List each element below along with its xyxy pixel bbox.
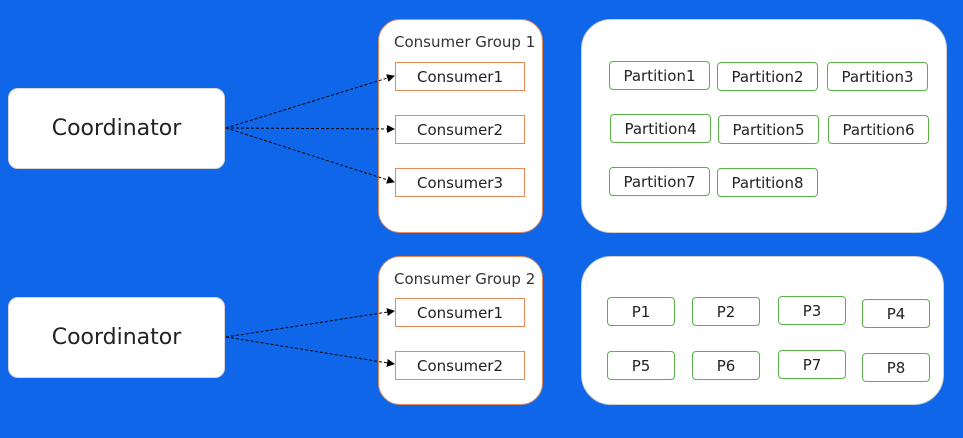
consumer-group-2-title: Consumer Group 2 (394, 270, 536, 288)
partition-area-1: Partition1 Partition2 Partition3 Partiti… (581, 19, 947, 233)
partition-box: Partition6 (828, 115, 929, 144)
partition-box: Partition5 (718, 115, 819, 144)
arrow-coordinator1-consumer2 (225, 124, 395, 133)
arrow-coordinator1-consumer1 (225, 74, 395, 129)
consumer-group-1: Consumer Group 1 Consumer1 Consumer2 Con… (378, 19, 543, 233)
partition-box: P3 (778, 296, 846, 325)
partition-box: Partition2 (717, 62, 818, 91)
partition-box: P2 (692, 297, 760, 326)
consumer-group-1-title: Consumer Group 1 (394, 33, 536, 51)
partition-box: P8 (862, 353, 930, 382)
coordinator-2: Coordinator (8, 297, 225, 378)
partition-box: Partition4 (610, 114, 711, 143)
partition-box: Partition3 (827, 62, 928, 91)
partition-box: P5 (607, 351, 675, 380)
group-1-consumer-2: Consumer2 (395, 115, 525, 144)
partition-box: P1 (607, 297, 675, 326)
arrow-coordinator2-consumer1 (225, 308, 395, 338)
group-2-consumer-1: Consumer1 (395, 298, 525, 327)
group-1-consumer-3: Consumer3 (395, 168, 525, 197)
partition-box: Partition7 (609, 167, 710, 196)
partition-box: P7 (778, 350, 846, 379)
partition-box: Partition1 (609, 61, 710, 90)
group-1-consumer-1: Consumer1 (395, 62, 525, 91)
partition-box: Partition8 (717, 168, 818, 197)
group-2-consumer-2: Consumer2 (395, 351, 525, 380)
partition-area-2: P1 P2 P3 P4 P5 P6 P7 P8 (581, 256, 944, 405)
partition-box: P4 (862, 299, 930, 328)
partition-box: P6 (692, 351, 760, 380)
arrow-coordinator2-consumer2 (225, 336, 395, 367)
consumer-group-2: Consumer Group 2 Consumer1 Consumer2 (378, 256, 543, 405)
coordinator-1: Coordinator (8, 88, 225, 169)
arrow-coordinator1-consumer3 (225, 127, 395, 184)
